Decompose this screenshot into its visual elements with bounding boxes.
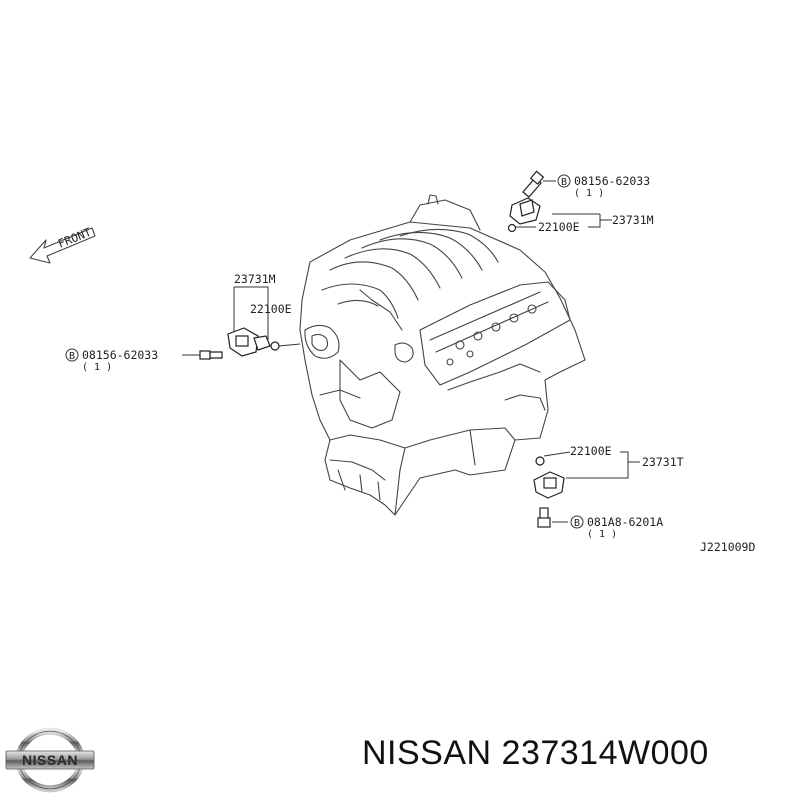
svg-text:B: B	[561, 177, 567, 188]
bolt-qty-bottom: ( 1 )	[587, 529, 617, 540]
callout-top: B 08156-62033 ( 1 ) 22100E 23731M	[507, 170, 654, 234]
svg-text:B: B	[69, 351, 75, 362]
callout-bottom: 22100E 23731T B 081A8-6201A ( 1 )	[533, 444, 684, 540]
bolt-bottom-part	[537, 507, 551, 528]
front-arrow: FRONT	[29, 225, 96, 264]
seal-left-part	[270, 341, 280, 351]
sensor-part-number-left: 23731M	[234, 272, 276, 286]
seal-bottom-part	[535, 456, 545, 466]
seal-top-part	[507, 223, 517, 233]
bolt-badge-left: B	[65, 348, 79, 362]
seal-part-number-bottom: 22100E	[570, 444, 612, 458]
svg-text:B: B	[574, 518, 580, 529]
sensor-part-number-bottom: 23731T	[642, 455, 684, 469]
bolt-part-number-top: 08156-62033	[574, 174, 650, 188]
bolt-badge-top: B	[557, 174, 571, 188]
bolt-badge-bottom: B	[570, 515, 584, 529]
bolt-qty-top: ( 1 )	[574, 188, 604, 199]
part-caption: NISSAN 237314W000	[362, 734, 709, 772]
bolt-part-number-left: 08156-62033	[82, 348, 158, 362]
callout-left: 23731M 22100E B 08156-62033 ( 1 )	[65, 272, 301, 373]
sensor-part-number-top: 23731M	[612, 213, 654, 227]
cam-cover-bolts	[446, 304, 537, 366]
bolt-top-part	[522, 170, 545, 198]
bolt-left-part	[199, 350, 223, 360]
bolt-part-number-bottom: 081A8-6201A	[587, 515, 663, 529]
engine-block-drawing	[299, 194, 586, 516]
diagram-code: J221009D	[700, 540, 755, 554]
sensor-left-part	[227, 327, 271, 357]
sensor-bottom-part	[533, 471, 565, 499]
seal-part-number-top: 22100E	[538, 220, 580, 234]
logo-text: NISSAN	[22, 752, 78, 768]
nissan-logo: NISSAN	[5, 727, 95, 793]
seal-part-number-left: 22100E	[250, 302, 292, 316]
sensor-top-part	[509, 197, 541, 225]
front-label: FRONT	[56, 225, 93, 251]
bolt-qty-left: ( 1 )	[82, 362, 112, 373]
